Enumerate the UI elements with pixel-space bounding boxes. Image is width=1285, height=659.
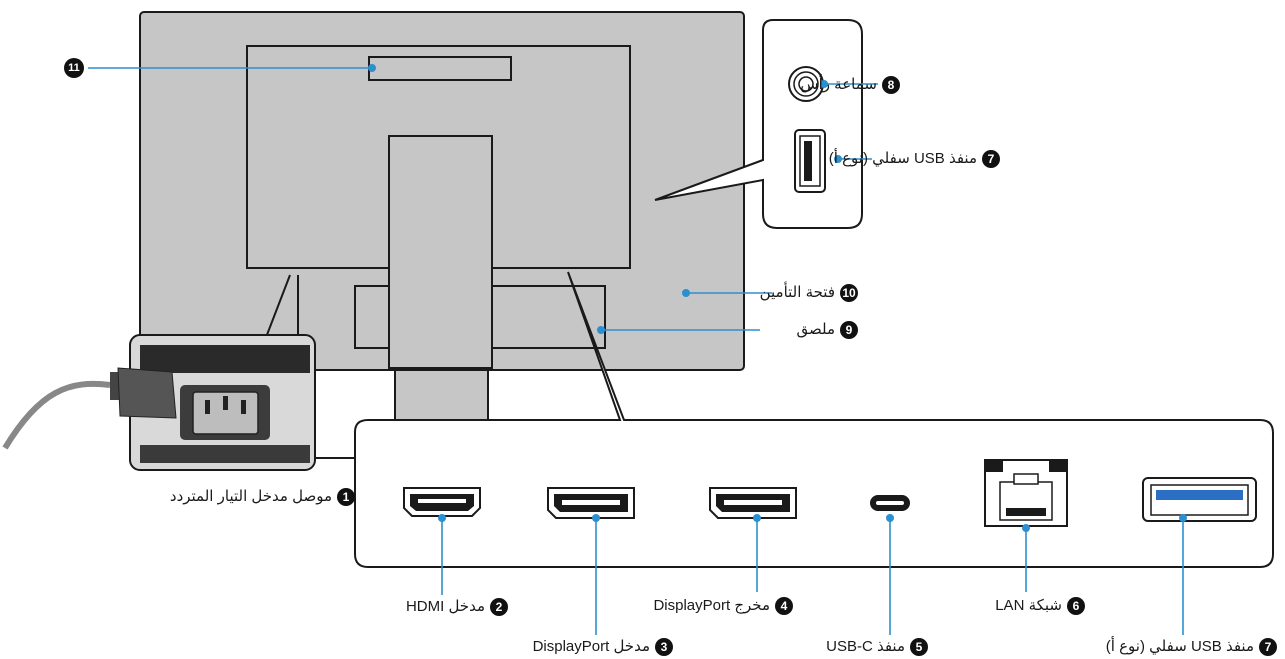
- label-1-text: موصل مدخل التيار المتردد: [169, 488, 332, 505]
- usb-a-port-horizontal-icon: [1142, 477, 1257, 522]
- label-usb-a-bottom: 7 منفذ USB سفلي (نوع أ): [1106, 637, 1277, 657]
- label-6-badge: 6: [1067, 597, 1085, 615]
- label-11-badge: 11: [64, 58, 84, 78]
- label-sticker: 9 ملصق: [796, 320, 858, 340]
- label-4-badge: 4: [775, 597, 793, 615]
- label-1-badge: 1: [337, 488, 355, 506]
- label-2-badge: 2: [490, 598, 508, 616]
- label-10-text: فتحة التأمين: [759, 284, 835, 301]
- label-7a-badge: 7: [982, 150, 1000, 168]
- label-8-badge: 8: [882, 76, 900, 94]
- label-usb-c: 5 منفذ USB-C: [826, 637, 928, 657]
- leader-lines: [88, 64, 1187, 635]
- label-4-text: مخرج DisplayPort: [653, 597, 770, 614]
- top-slot: [368, 56, 512, 81]
- label-10-badge: 10: [840, 284, 858, 302]
- label-9-badge: 9: [840, 321, 858, 339]
- label-usb-a-side: 7 منفذ USB سفلي (نوع أ): [829, 149, 1000, 169]
- label-ac-inlet: 1 موصل مدخل التيار المتردد: [170, 487, 355, 507]
- label-8-text: سماعة رأس: [800, 76, 877, 93]
- label-displayport-in: 3 مدخل DisplayPort: [533, 637, 673, 657]
- ac-inlet-icon: [180, 385, 270, 440]
- label-7b-badge: 7: [1259, 638, 1277, 656]
- label-7b-text: منفذ USB سفلي (نوع أ): [1105, 638, 1254, 655]
- label-3-text: مدخل DisplayPort: [532, 638, 650, 655]
- label-9-text: ملصق: [796, 321, 835, 338]
- headphone-jack-icon: [788, 66, 824, 102]
- label-6-text: شبكة LAN: [995, 597, 1062, 614]
- stand-neck: [388, 135, 493, 369]
- stand-column: [394, 369, 489, 423]
- usb-a-port-vertical-icon: [794, 129, 826, 193]
- label-5-text: منفذ USB-C: [826, 638, 905, 655]
- power-cable-icon: [2, 367, 177, 450]
- label-3-badge: 3: [655, 638, 673, 656]
- label-lan: 6 شبكة LAN: [995, 596, 1085, 616]
- displayport-in-port-icon: [547, 487, 635, 519]
- hdmi-port-icon: [403, 487, 481, 517]
- label-2-text: مدخل HDMI: [405, 598, 485, 615]
- label-headphone: 8 سماعة رأس: [800, 75, 900, 95]
- label-hdmi: 2 مدخل HDMI: [406, 597, 508, 617]
- displayport-out-port-icon: [709, 487, 797, 519]
- label-7a-text: منفذ USB سفلي (نوع أ): [828, 150, 977, 167]
- label-security-slot: 10 فتحة التأمين: [760, 283, 858, 303]
- lan-port-icon: [984, 459, 1068, 527]
- callout-power-lines: [264, 274, 299, 341]
- usb-c-port-icon: [870, 495, 910, 511]
- label-displayport-out: 4 مخرج DisplayPort: [653, 596, 793, 616]
- label-5-badge: 5: [910, 638, 928, 656]
